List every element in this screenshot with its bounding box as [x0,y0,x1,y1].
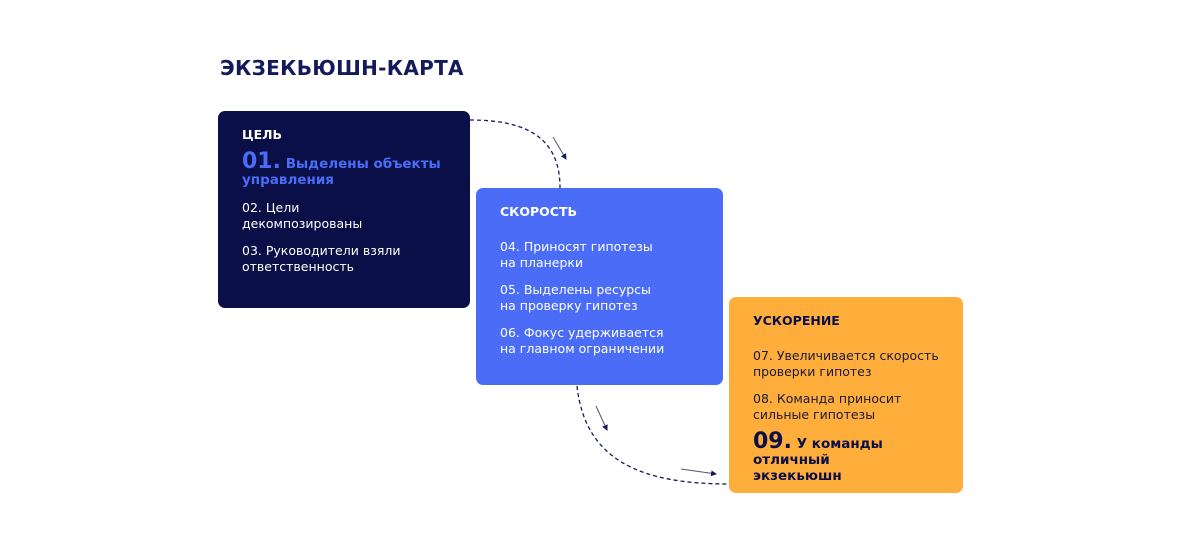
page-title: ЭКЗЕКЬЮШН-КАРТА [220,56,464,80]
card-heading: УСКОРЕНИЕ [753,313,840,328]
list-item: 07. Увеличивается скорость проверки гипо… [753,348,939,379]
list-item: 08. Команда приносит сильные гипотезы [753,391,902,422]
card-acceleration: УСКОРЕНИЕ 07. Увеличивается скорость про… [729,297,963,493]
card-heading: ЦЕЛЬ [242,127,283,142]
list-item: 06. Фокус удерживается на главном ограни… [500,325,665,356]
dashed-connector-1 [469,119,561,189]
list-item: 02. Цели декомпозированы [242,200,363,231]
card-speed: СКОРОСТЬ 04. Приносят гипотезы на планер… [476,188,723,385]
list-item: 05. Выделены ресурсы на проверку гипотез [500,282,651,313]
highlight-item: 01. Выделены объекты управления [242,149,441,189]
arrow-icon [552,136,567,160]
list-item: 03. Руководители взяли ответственность [242,243,401,274]
arrow-icon [680,468,717,477]
card-goal: ЦЕЛЬ 01. Выделены объекты управления 02.… [218,111,470,308]
card-heading: СКОРОСТЬ [500,204,578,219]
dashed-connector-2 [576,385,730,485]
list-item: 04. Приносят гипотезы на планерки [500,239,653,270]
arrow-icon [595,405,608,431]
highlight-item: 09. У команды отличный экзекьюшн [753,429,883,485]
